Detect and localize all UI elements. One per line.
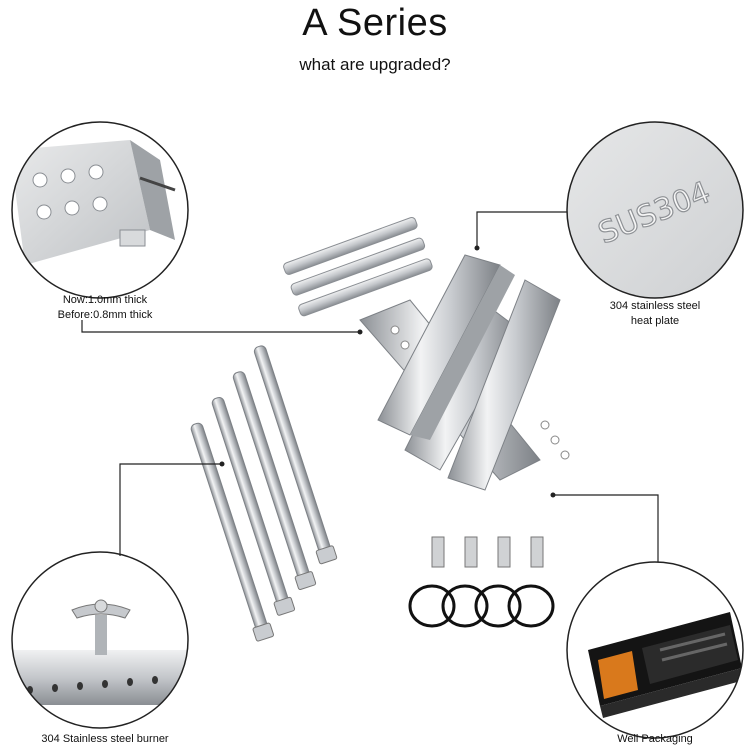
igniters: [408, 536, 555, 628]
sus304-stamp-closeup: SUS304: [566, 121, 744, 299]
burner-tubes: [190, 345, 338, 642]
packaging-label: Well Packaging: [617, 733, 693, 745]
burner-label: 304 Stainless steel burner: [41, 733, 169, 745]
thickness-label: Now:1.0mm thick Before:0.8mm thick: [30, 293, 180, 323]
steel-plate-line2: heat plate: [630, 315, 680, 327]
steel-plate-line1: 304 stainless steel: [609, 300, 701, 312]
steel-plate-label: 304 stainless steel heat plate: [580, 299, 730, 329]
page-subtitle: what are upgraded?: [299, 55, 451, 74]
burner-closeup: [11, 551, 189, 729]
heat-plates: [359, 254, 570, 491]
thickness-before: Before:0.8mm thick: [57, 309, 153, 321]
heat-plate-closeup: [11, 121, 189, 299]
leader-lines: [81, 211, 659, 562]
thickness-now: Now:1.0mm thick: [62, 294, 148, 306]
packaging-closeup: [566, 561, 744, 739]
page-title: A Series: [302, 2, 448, 44]
crossover-tubes: [283, 216, 433, 317]
